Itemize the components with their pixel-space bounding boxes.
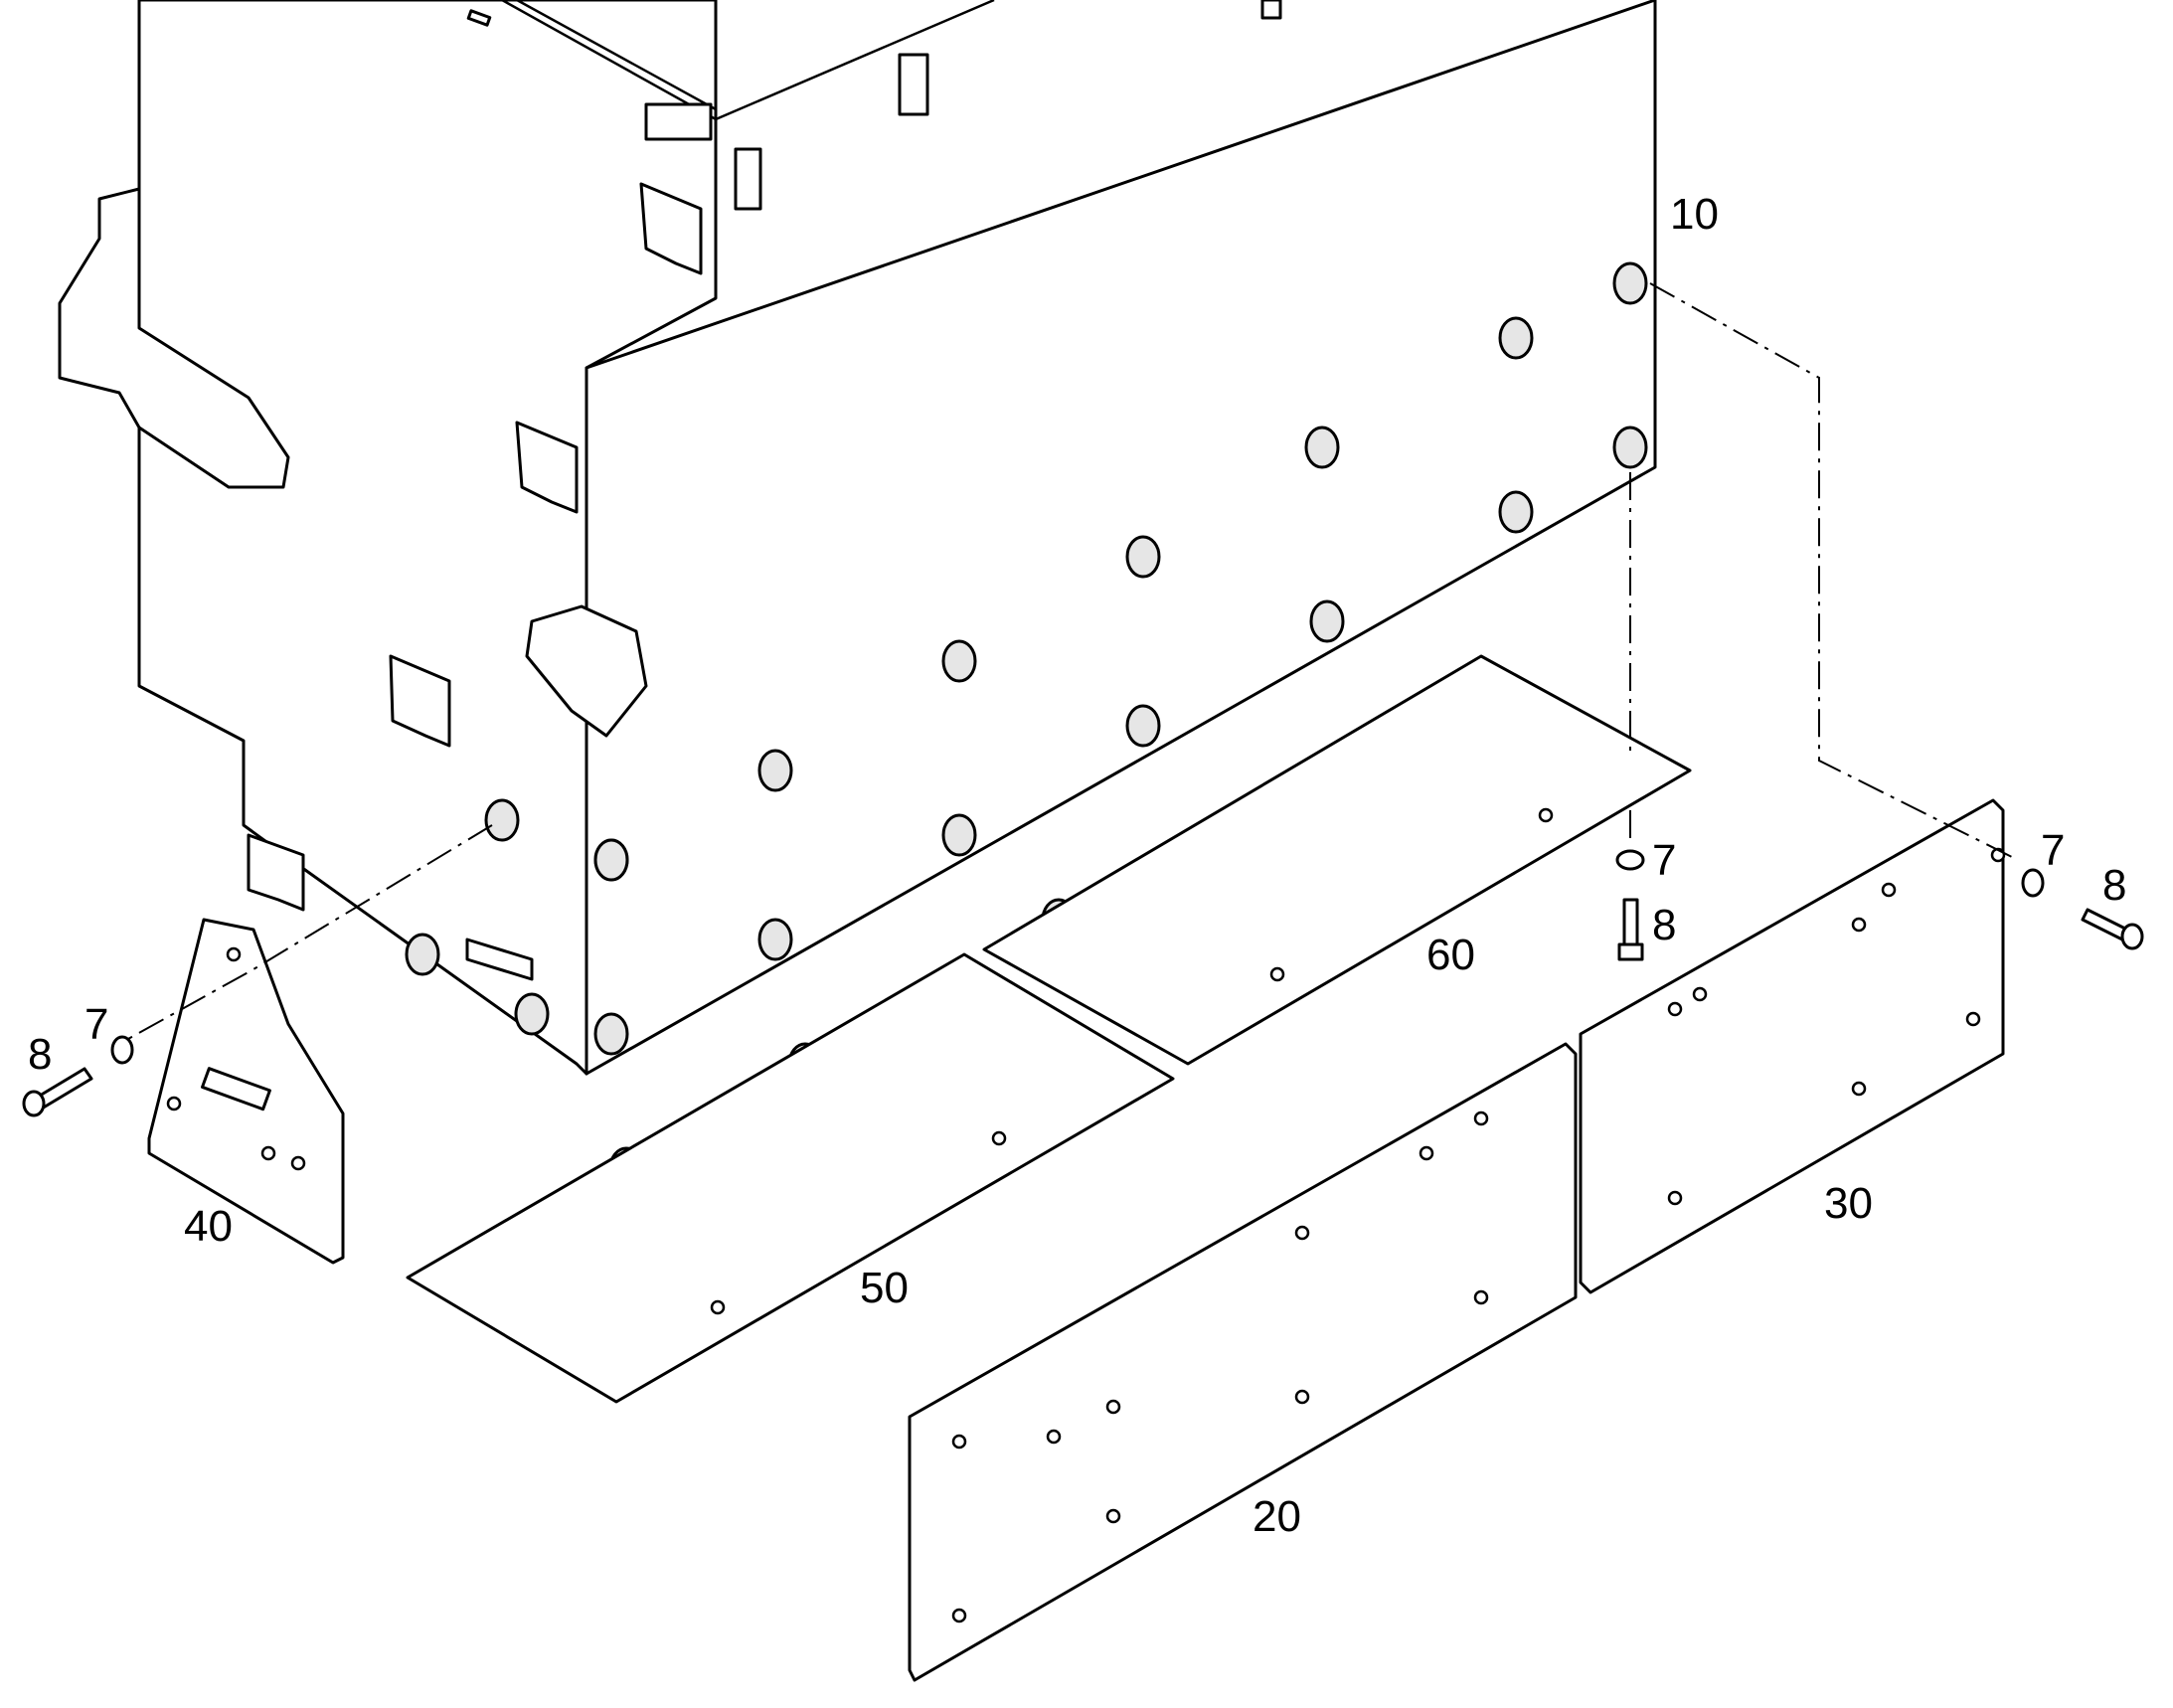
mounting-hole [226, 946, 242, 962]
mounting-hole [1105, 1508, 1121, 1524]
standoff [593, 1012, 629, 1056]
callout-20: 20 [1253, 1492, 1301, 1541]
mounting-hole [260, 1145, 276, 1161]
mounting-hole [166, 1096, 182, 1111]
callout-50: 50 [860, 1264, 909, 1312]
fastener-7-8-right [2021, 868, 2144, 950]
panel-50 [406, 952, 1175, 1404]
clip-bracket-4 [247, 833, 305, 912]
top-bracket-4 [1260, 0, 1282, 20]
floor-slot [465, 938, 534, 981]
mounting-hole [1294, 1225, 1310, 1241]
fastener-7-8-center [1615, 849, 1645, 961]
standoff [1612, 261, 1648, 305]
top-bracket-2 [898, 53, 929, 116]
washer-icon [2021, 868, 2045, 898]
standoff [1304, 426, 1340, 469]
bolt-icon [2081, 908, 2129, 941]
standoff [405, 933, 440, 976]
standoff [757, 749, 793, 792]
bolt-head-icon [22, 1090, 46, 1117]
washer-icon [110, 1035, 134, 1065]
mounting-hole [991, 1130, 1007, 1146]
clip-bracket-1 [639, 182, 703, 275]
mounting-hole [1667, 1190, 1683, 1206]
panel-20 [908, 1042, 1578, 1682]
callout-7-left: 7 [84, 1000, 108, 1049]
bolt-head-icon [2120, 923, 2144, 950]
bolt-icon [1622, 898, 1639, 951]
mounting-hole [710, 1299, 726, 1315]
clip-bracket-3 [389, 654, 451, 748]
callout-60: 60 [1426, 931, 1475, 979]
callout-7-right: 7 [2041, 826, 2065, 875]
mounting-hole [1538, 807, 1554, 823]
mounting-hole [1269, 966, 1285, 982]
panel-30 [1579, 798, 2005, 1294]
leader-line-10 [1649, 282, 2019, 861]
standoff [941, 639, 977, 683]
standoff [593, 838, 629, 882]
standoff [1125, 535, 1161, 579]
bolt-head-icon [1617, 942, 1644, 961]
fastener-7-8-left [22, 1035, 134, 1117]
standoff [1309, 599, 1345, 643]
callout-8-right: 8 [2102, 861, 2126, 910]
mounting-hole [1473, 1289, 1489, 1305]
standoff [757, 918, 793, 961]
cabinet-side-handle [58, 187, 290, 489]
mounting-hole [1105, 1399, 1121, 1415]
mounting-hole [1851, 1081, 1867, 1097]
standoff [1612, 426, 1648, 469]
panel-40-slot [201, 1067, 271, 1111]
top-bracket-3 [734, 147, 762, 211]
callout-30: 30 [1824, 1179, 1873, 1228]
standoff [1498, 316, 1534, 360]
mounting-hole [1473, 1110, 1489, 1126]
slot-1 [466, 9, 492, 27]
mounting-hole [290, 1155, 306, 1171]
mounting-hole [1294, 1389, 1310, 1405]
mounting-hole [1419, 1145, 1434, 1161]
cabinet-top-opening [501, 0, 995, 298]
mounting-hole [1881, 882, 1897, 898]
mounting-hole [1965, 1011, 1981, 1027]
cabinet-assembly [58, 0, 1657, 1076]
standoff [514, 992, 550, 1036]
mounting-hole [1692, 986, 1708, 1002]
standoff [941, 813, 977, 857]
standoff [484, 798, 520, 842]
top-bracket-1 [644, 102, 713, 141]
callout-8-left: 8 [28, 1030, 52, 1079]
panel-60 [982, 654, 1692, 1066]
callout-40: 40 [184, 1202, 233, 1251]
washer-icon [1615, 849, 1645, 871]
mounting-hole [951, 1434, 967, 1450]
hinge-bracket [525, 604, 648, 738]
standoff [1498, 490, 1534, 534]
mounting-hole [951, 1608, 967, 1623]
callout-8-center: 8 [1652, 901, 1676, 949]
clip-bracket-2 [515, 421, 579, 514]
callout-7-center: 7 [1652, 836, 1676, 885]
mounting-hole [1851, 917, 1867, 933]
standoff [1125, 704, 1161, 748]
callout-10: 10 [1670, 190, 1719, 239]
mounting-hole [1667, 1001, 1683, 1017]
panel-holes [166, 807, 2006, 1623]
mounting-hole [1046, 1429, 1062, 1445]
